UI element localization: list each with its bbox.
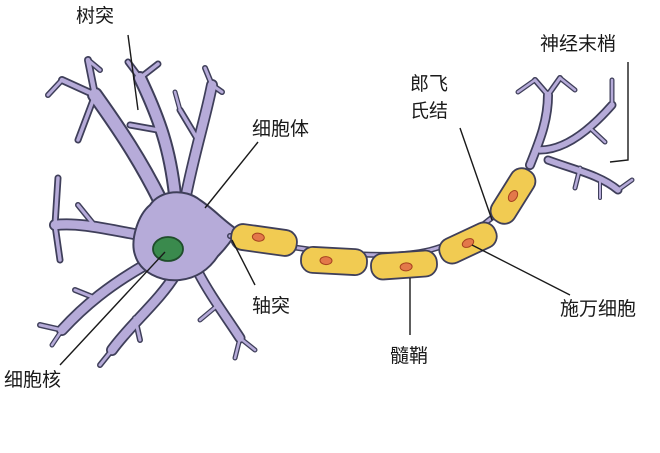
dendrites [37, 56, 258, 368]
label-axon-terminal: 神经末梢 [540, 33, 616, 55]
label-nucleus: 细胞核 [4, 369, 61, 391]
schwann-nucleus [399, 262, 413, 272]
myelin-segment [230, 223, 298, 257]
label-myelin-sheath: 髓鞘 [390, 345, 428, 367]
labels: 树突 细胞体 细胞核 轴突 郎飞 氏结 神经末梢 施万细胞 髓鞘 [4, 5, 636, 391]
cell-body-shape [132, 191, 240, 282]
leader-nucleus [59, 251, 166, 366]
label-dendrite: 树突 [76, 5, 114, 27]
label-axon: 轴突 [252, 295, 290, 317]
leader-cell-body [204, 141, 259, 209]
leader-axon [231, 239, 256, 286]
label-node-of-ranvier-line2: 氏结 [410, 100, 448, 122]
leader-node-of-ranvier [459, 127, 493, 221]
myelin-segment [438, 221, 498, 265]
label-node-of-ranvier-line1: 郎飞 [410, 73, 448, 95]
leader-dendrite [127, 34, 139, 111]
nucleus-shape [152, 236, 184, 262]
schwann-nucleus [251, 232, 265, 242]
label-cell-body: 细胞体 [252, 118, 309, 140]
schwann-nucleus [461, 238, 475, 248]
myelin-segment [489, 167, 537, 225]
myelin-segment [300, 246, 368, 276]
leader-lines [59, 34, 629, 366]
label-schwann-cell: 施万细胞 [560, 298, 636, 320]
myelin-sheath [230, 167, 537, 281]
axon-terminal [515, 75, 635, 200]
schwann-nucleus [319, 256, 333, 266]
myelin-segment [370, 249, 438, 281]
leader-schwann-cell [471, 244, 571, 296]
leader-axon-terminal [609, 62, 629, 163]
schwann-nucleus [507, 189, 519, 203]
